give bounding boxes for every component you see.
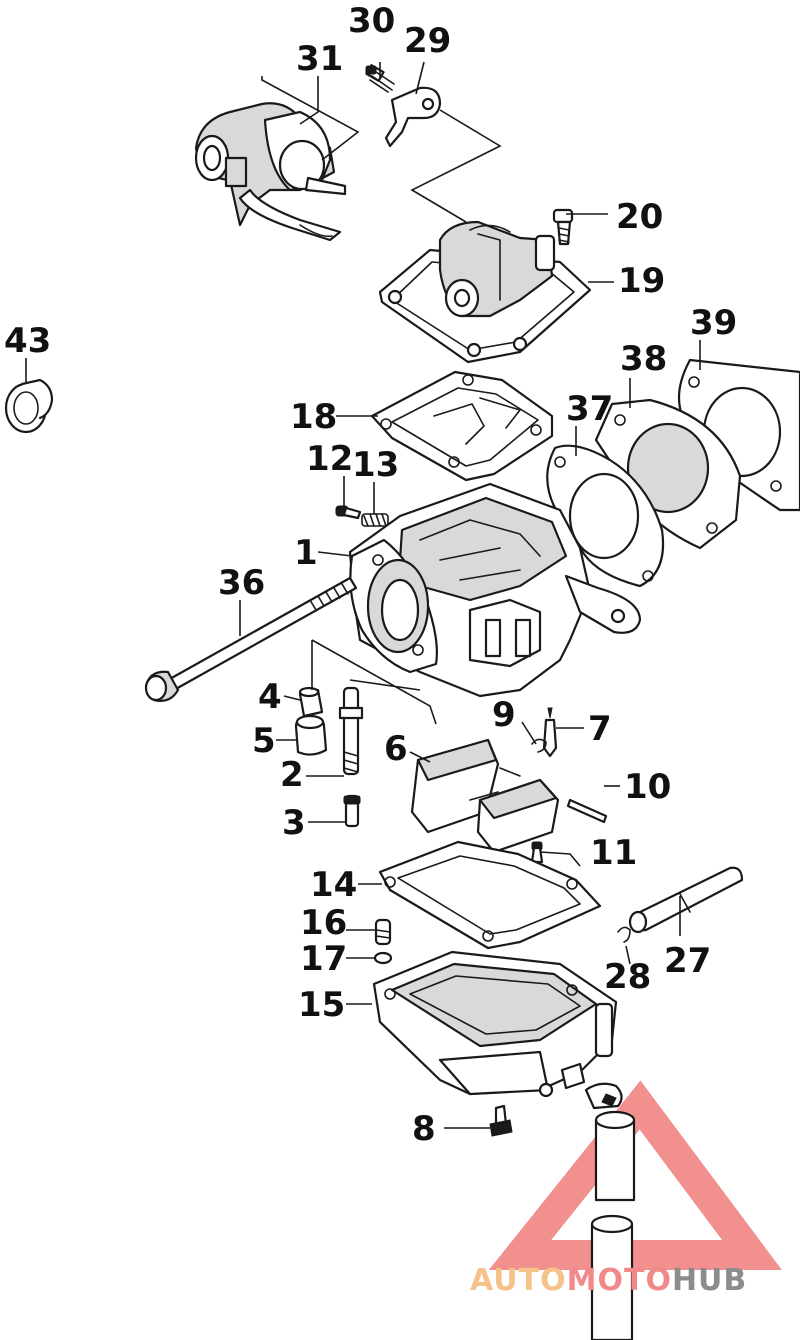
part-17-oring — [373, 951, 393, 965]
callout-6: 6 — [384, 729, 408, 769]
part-38-gasket — [594, 398, 742, 550]
callout-31: 31 — [296, 39, 343, 79]
callout-10: 10 — [624, 767, 671, 807]
leader-lines — [25, 61, 701, 1129]
callout-18: 18 — [290, 397, 337, 437]
watermark-text: AUTOMOTOHUB — [470, 1263, 747, 1298]
part-15-float-bowl — [372, 950, 618, 1098]
part-19-top-cover — [378, 220, 592, 364]
callout-3: 3 — [282, 803, 306, 843]
callout-36: 36 — [218, 563, 265, 603]
part-37-gasket — [546, 444, 665, 588]
callout-43: 43 — [4, 321, 51, 361]
part-27-hose — [628, 866, 744, 934]
part-8-screw — [489, 1104, 513, 1137]
part-31-solenoid — [194, 102, 347, 242]
callout-30: 30 — [348, 1, 395, 41]
part-13-spring — [361, 513, 389, 527]
part-7-needle — [542, 707, 558, 758]
part-6-float — [410, 738, 560, 854]
part-28-clip — [617, 926, 631, 943]
callout-4: 4 — [258, 677, 282, 717]
callout-7: 7 — [588, 709, 612, 749]
part-5-cap — [294, 714, 328, 756]
callout-8: 8 — [412, 1109, 436, 1149]
callout-12: 12 — [306, 439, 353, 479]
callout-38: 38 — [620, 339, 667, 379]
part-36-bolt — [144, 576, 358, 702]
callout-27: 27 — [664, 941, 711, 981]
callout-labels: 30 29 31 20 19 43 39 38 37 18 12 13 1 36… — [4, 1, 737, 1149]
part-18-gasket — [370, 370, 554, 482]
lower-hose — [584, 1082, 636, 1340]
part-14-gasket — [378, 840, 602, 950]
callout-37: 37 — [566, 389, 613, 429]
callout-17: 17 — [300, 939, 347, 979]
part-29-bracket — [384, 86, 442, 148]
part-2-jet-tube — [338, 686, 364, 776]
callout-14: 14 — [310, 865, 357, 905]
part-3-main-jet — [343, 794, 361, 828]
part-16-drain-screw — [374, 918, 392, 946]
watermark-hub: HUB — [672, 1263, 747, 1298]
part-9-clip — [531, 738, 547, 753]
callout-13: 13 — [352, 445, 399, 485]
watermark-moto: MOTO — [567, 1263, 672, 1298]
callout-28: 28 — [604, 957, 651, 997]
part-1-carburetor-body — [348, 482, 642, 698]
part-10-pin — [566, 798, 608, 824]
callout-29: 29 — [404, 21, 451, 61]
callout-20: 20 — [616, 197, 663, 237]
watermark-triangle-icon — [488, 1080, 782, 1270]
callout-19: 19 — [618, 261, 665, 301]
watermark-logo — [488, 1080, 782, 1270]
part-20-screw — [552, 208, 574, 246]
part-11-screw — [530, 841, 544, 864]
part-12-screw — [335, 505, 362, 520]
callout-15: 15 — [298, 985, 345, 1025]
watermark-auto: AUTO — [470, 1263, 567, 1298]
callout-1: 1 — [294, 533, 318, 573]
callout-16: 16 — [300, 903, 347, 943]
callout-2: 2 — [280, 755, 304, 795]
part-43-plug — [4, 378, 54, 434]
callout-5: 5 — [252, 721, 276, 761]
part-4-jet — [298, 686, 324, 718]
callout-39: 39 — [690, 303, 737, 343]
callout-9: 9 — [492, 695, 516, 735]
callout-11: 11 — [590, 833, 637, 873]
